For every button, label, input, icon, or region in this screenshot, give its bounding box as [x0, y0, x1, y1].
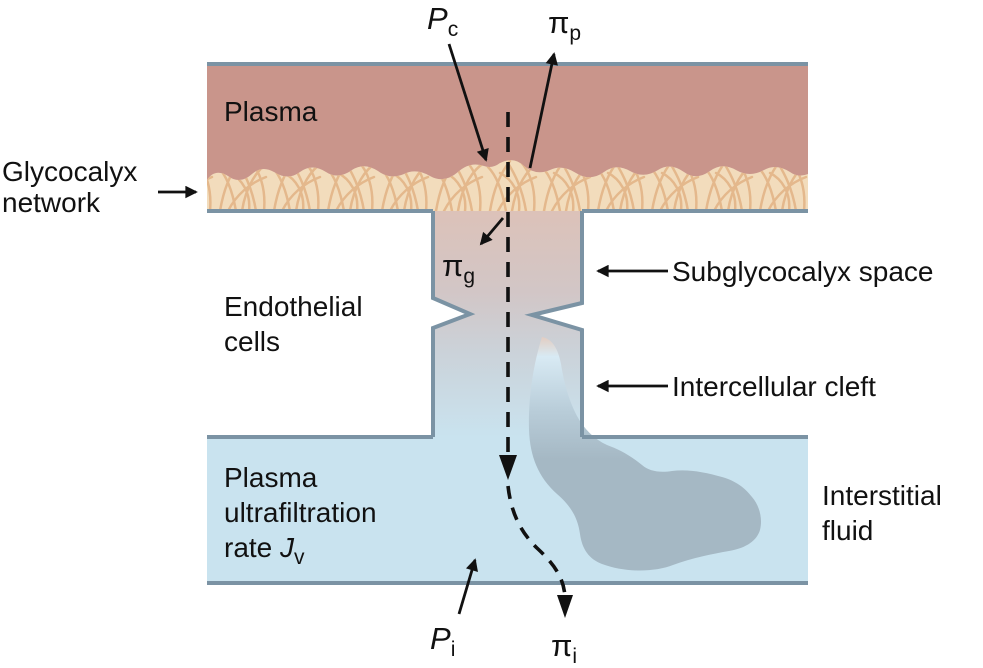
pc-main: P: [427, 1, 448, 36]
glycocalyx-label-line2: network: [2, 187, 101, 218]
pc-sub: c: [447, 18, 459, 41]
subglycocalyx-space-label: Subglycocalyx space: [672, 255, 933, 288]
pip-main: π: [548, 5, 570, 40]
endothelial-label-line1: Endothelial: [224, 291, 363, 322]
rate-prefix: rate: [224, 532, 281, 563]
interstitial-fluid-label: Interstitial fluid: [822, 478, 942, 548]
pip-arrow: [528, 52, 558, 169]
ultrafiltration-label: Plasma ultrafiltration rate Jv: [224, 460, 377, 569]
endothelial-cells-label: Endothelial cells: [224, 289, 363, 359]
left-cell-wall: [431, 211, 476, 437]
pig-main: π: [442, 248, 464, 283]
pig-symbol: πg: [442, 248, 475, 288]
jv-subscript: v: [294, 546, 305, 569]
interstitial-line1: Interstitial: [822, 480, 942, 511]
flow-end-arrowhead: [557, 595, 573, 618]
pi-main: P: [430, 621, 451, 656]
ultrafiltration-line2: ultrafiltration: [224, 497, 377, 528]
pii-main: π: [551, 628, 573, 663]
ultrafiltration-line1: Plasma: [224, 462, 318, 493]
pip-symbol: πp: [548, 5, 581, 45]
pip-sub: p: [569, 22, 582, 45]
flow-path: [499, 112, 573, 618]
filtrate-plume-blob: [528, 337, 762, 571]
flow-mid-arrowhead: [499, 455, 517, 480]
pi-sub: i: [450, 638, 456, 661]
pi-symbol: Pi: [430, 621, 455, 661]
annotation-arrows: [158, 43, 668, 615]
pig-arrow: [479, 217, 505, 246]
pii-symbol: πi: [551, 628, 577, 668]
ultrafiltration-line3: rate Jv: [224, 530, 377, 569]
glycocalyx-label-line1: Glycocalyx: [2, 156, 138, 187]
pc-arrow: [447, 43, 489, 162]
glycocalyx-network-label: Glycocalyx network: [2, 156, 137, 218]
cleft-label-text: Intercellular cleft: [672, 371, 876, 402]
intercellular-cleft-label: Intercellular cleft: [672, 370, 876, 403]
interstitial-line2: fluid: [822, 515, 874, 546]
subglycocalyx-label-text: Subglycocalyx space: [672, 256, 934, 287]
pii-sub: i: [572, 645, 578, 668]
jv-symbol: J: [280, 532, 295, 563]
membrane-borders: [207, 62, 808, 585]
pi-arrow: [457, 558, 478, 615]
endothelial-label-line2: cells: [224, 326, 281, 357]
pig-sub: g: [463, 265, 476, 288]
flow-dashed-curve: [506, 485, 567, 598]
plasma-label: Plasma: [224, 95, 317, 128]
pc-symbol: Pc: [427, 1, 458, 41]
plasma-label-text: Plasma: [224, 96, 318, 127]
right-cell-wall: [524, 211, 584, 437]
